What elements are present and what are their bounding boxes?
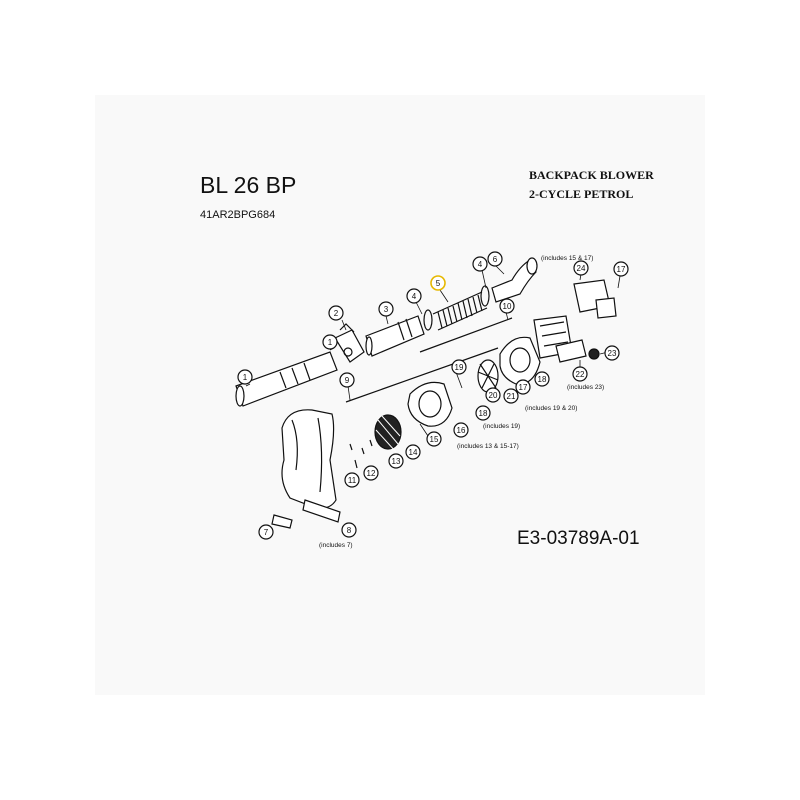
callout-5: 5 — [430, 275, 446, 291]
fuel-cap — [588, 348, 600, 360]
note-includes-19: (includes 19) — [483, 423, 520, 430]
callout-1: 1 — [237, 369, 253, 385]
callout-label: 13 — [392, 457, 401, 466]
callout-label: 21 — [507, 392, 516, 401]
product-description-line1: BACKPACK BLOWER — [529, 168, 654, 182]
callout-label: 16 — [457, 426, 466, 435]
callout-3: 3 — [378, 301, 394, 317]
impeller — [477, 359, 499, 393]
callout-4: 4 — [406, 288, 422, 304]
callout-label: 19 — [455, 363, 464, 372]
callout-20: 20 — [485, 387, 501, 403]
callout-label: 8 — [347, 526, 352, 535]
diagram-code: E3-03789A-01 — [517, 528, 640, 549]
clamp-ring — [423, 309, 433, 331]
callouts: 1 1 2 3 4 5 4 6 10 9 8 7 11 12 13 14 15 … — [237, 251, 629, 540]
callout-21: 21 — [503, 388, 519, 404]
callout-label: 3 — [384, 305, 389, 314]
callout-17: 17 — [515, 379, 531, 395]
model-title: BL 26 BP — [200, 172, 297, 198]
callout-label: 4 — [412, 292, 417, 301]
engine-unit — [533, 315, 587, 363]
part-number: 41AR2BPG684 — [200, 209, 276, 221]
callout-7: 7 — [258, 524, 274, 540]
fuel-tank — [573, 279, 617, 319]
callout-label: 14 — [409, 448, 418, 457]
callout-19: 19 — [451, 359, 467, 375]
callout-label: 18 — [538, 375, 547, 384]
callout-label: 22 — [576, 370, 585, 379]
callout-label: 23 — [608, 349, 617, 358]
callout-1b: 1 — [322, 334, 338, 350]
callout-11: 11 — [344, 472, 360, 488]
callout-label: 17 — [519, 383, 528, 392]
callout-label: 4 — [478, 260, 483, 269]
note-includes-7: (includes 7) — [319, 542, 353, 549]
control-cable — [345, 347, 499, 403]
product-description-line2: 2-CYCLE PETROL — [529, 187, 634, 201]
callout-label: 1 — [243, 373, 248, 382]
callout-13: 13 — [388, 453, 404, 469]
callout-label: 20 — [489, 391, 498, 400]
callout-label: 15 — [430, 435, 439, 444]
callout-label: 2 — [334, 309, 339, 318]
intake-grill — [374, 414, 402, 453]
callout-18b: 18 — [534, 371, 550, 387]
callout-label: 12 — [367, 469, 376, 478]
callout-label: 7 — [264, 528, 269, 537]
clamp-ring — [480, 285, 490, 307]
callout-label: 6 — [493, 255, 498, 264]
swivel-joint — [334, 323, 365, 363]
elbow-tube — [491, 257, 538, 303]
throttle-cable — [419, 317, 513, 353]
callout-10: 10 — [499, 298, 515, 314]
note-includes-15-17: (includes 15 & 17) — [541, 255, 593, 262]
note-includes-19-20: (includes 19 & 20) — [525, 405, 577, 412]
callout-9: 9 — [339, 372, 355, 388]
blower-housing — [407, 381, 453, 427]
callout-label: 24 — [577, 264, 586, 273]
callout-label: 1 — [328, 338, 333, 347]
callout-23: 23 — [604, 345, 620, 361]
tube — [365, 315, 425, 357]
callout-label: 17 — [617, 265, 626, 274]
callout-4b: 4 — [472, 256, 488, 272]
callout-24: 24 — [573, 260, 589, 276]
callout-label: 5 — [436, 279, 441, 288]
callout-18: 18 — [475, 405, 491, 421]
callout-8: 8 — [341, 522, 357, 538]
backpack-frame — [271, 409, 341, 529]
flex-hose — [432, 291, 488, 331]
callout-14: 14 — [405, 444, 421, 460]
note-includes-13-15-17: (includes 13 & 15-17) — [457, 443, 519, 450]
note-includes-23: (includes 23) — [567, 384, 604, 391]
diagram-sheet — [95, 95, 705, 695]
callout-22: 22 — [572, 366, 588, 382]
blower-tube — [235, 351, 338, 407]
callout-label: 9 — [345, 376, 350, 385]
callout-17b: 17 — [613, 261, 629, 277]
callout-label: 10 — [503, 302, 512, 311]
callout-6: 6 — [487, 251, 503, 267]
callout-2: 2 — [328, 305, 344, 321]
callout-label: 18 — [479, 409, 488, 418]
screw — [349, 439, 373, 469]
callout-12: 12 — [363, 465, 379, 481]
callout-16: 16 — [453, 422, 469, 438]
callout-label: 11 — [348, 476, 357, 485]
engine-housing — [499, 336, 541, 385]
callout-15: 15 — [426, 431, 442, 447]
